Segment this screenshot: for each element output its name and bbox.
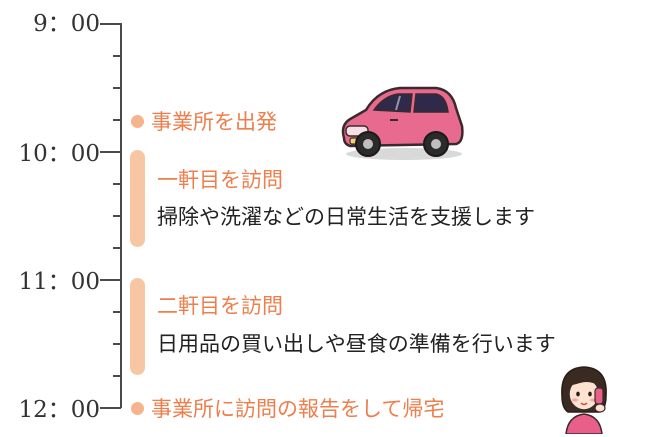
tick-minor: [113, 247, 121, 249]
time-label-11: 11：00: [18, 269, 100, 295]
tick-10: [100, 151, 121, 153]
visit2-description: 日用品の買い出しや昼食の準備を行います: [157, 332, 556, 356]
time-label-12: 12：00: [18, 397, 100, 423]
depart-label: 事業所を出発: [151, 110, 277, 134]
tick-11: [100, 279, 121, 281]
visit2-title: 二軒目を訪問: [157, 294, 283, 318]
tick-minor: [113, 55, 121, 57]
timeline-axis: [120, 23, 122, 408]
time-label-10: 10：00: [18, 141, 100, 167]
tick-minor: [113, 215, 121, 217]
depart-marker-dot: [131, 115, 144, 128]
report-label: 事業所に訪問の報告をして帰宅: [151, 397, 445, 421]
visit2-duration-bar: [130, 278, 145, 375]
visit1-title: 一軒目を訪問: [157, 168, 283, 192]
time-label-9: 9：00: [33, 11, 100, 37]
visit1-description: 掃除や洗濯などの日常生活を支援します: [157, 205, 535, 229]
tick-minor: [113, 119, 121, 121]
tick-minor: [113, 343, 121, 345]
tick-minor: [113, 183, 121, 185]
visit1-duration-bar: [130, 150, 145, 247]
tick-12: [100, 407, 121, 409]
tick-minor: [113, 375, 121, 377]
tick-minor: [113, 87, 121, 89]
tick-minor: [113, 311, 121, 313]
report-marker-dot: [131, 402, 144, 415]
tick-9: [100, 23, 121, 25]
car-icon: [341, 86, 464, 160]
woman-on-phone-icon: [561, 366, 607, 434]
